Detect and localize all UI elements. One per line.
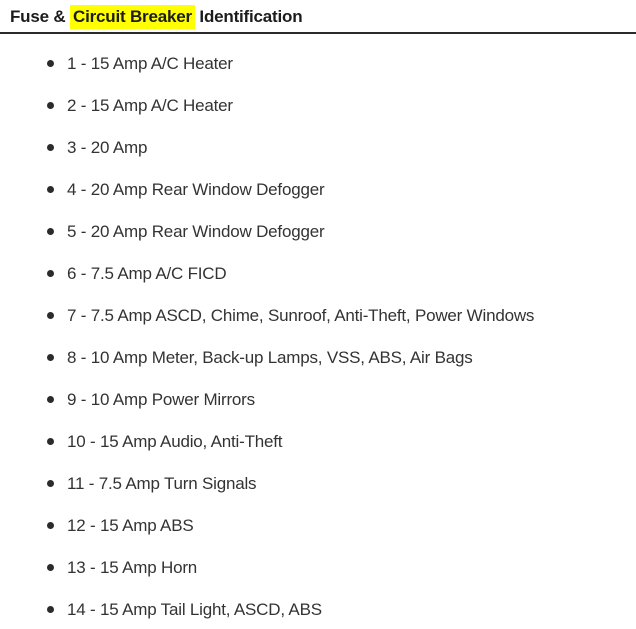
- list-item: 12 - 15 Amp ABS: [47, 517, 636, 534]
- bullet-icon: [47, 270, 54, 277]
- title-prefix: Fuse &: [10, 7, 71, 26]
- bullet-icon: [47, 186, 54, 193]
- list-item: 6 - 7.5 Amp A/C FICD: [47, 265, 636, 282]
- list-item-text: 8 - 10 Amp Meter, Back-up Lamps, VSS, AB…: [67, 348, 473, 367]
- list-item-text: 1 - 15 Amp A/C Heater: [67, 54, 233, 73]
- bullet-icon: [47, 312, 54, 319]
- list-item: 10 - 15 Amp Audio, Anti-Theft: [47, 433, 636, 450]
- list-item: 5 - 20 Amp Rear Window Defogger: [47, 223, 636, 240]
- list-item-text: 5 - 20 Amp Rear Window Defogger: [67, 222, 325, 241]
- bullet-icon: [47, 606, 54, 613]
- list-item-text: 11 - 7.5 Amp Turn Signals: [67, 474, 257, 493]
- list-item: 3 - 20 Amp: [47, 139, 636, 156]
- page-title: Fuse & Circuit Breaker Identification: [10, 5, 626, 29]
- bullet-icon: [47, 144, 54, 151]
- list-item: 8 - 10 Amp Meter, Back-up Lamps, VSS, AB…: [47, 349, 636, 366]
- list-item-text: 2 - 15 Amp A/C Heater: [67, 96, 233, 115]
- list-item-text: 3 - 20 Amp: [67, 138, 148, 157]
- bullet-icon: [47, 354, 54, 361]
- bullet-icon: [47, 522, 54, 529]
- fuse-list: 1 - 15 Amp A/C Heater 2 - 15 Amp A/C Hea…: [0, 55, 636, 618]
- title-suffix: Identification: [194, 7, 303, 26]
- list-item: 1 - 15 Amp A/C Heater: [47, 55, 636, 72]
- bullet-icon: [47, 228, 54, 235]
- list-item-text: 13 - 15 Amp Horn: [67, 558, 198, 577]
- list-item-text: 14 - 15 Amp Tail Light, ASCD, ABS: [67, 600, 322, 619]
- list-item: 2 - 15 Amp A/C Heater: [47, 97, 636, 114]
- list-item-text: 4 - 20 Amp Rear Window Defogger: [67, 180, 325, 199]
- list-item: 7 - 7.5 Amp ASCD, Chime, Sunroof, Anti-T…: [47, 307, 636, 324]
- list-item: 4 - 20 Amp Rear Window Defogger: [47, 181, 636, 198]
- bullet-icon: [47, 438, 54, 445]
- list-item-text: 12 - 15 Amp ABS: [67, 516, 194, 535]
- list-item: 11 - 7.5 Amp Turn Signals: [47, 475, 636, 492]
- list-item-text: 9 - 10 Amp Power Mirrors: [67, 390, 255, 409]
- list-item: 9 - 10 Amp Power Mirrors: [47, 391, 636, 408]
- bullet-icon: [47, 60, 54, 67]
- bullet-icon: [47, 564, 54, 571]
- list-item-text: 10 - 15 Amp Audio, Anti-Theft: [67, 432, 283, 451]
- bullet-icon: [47, 480, 54, 487]
- title-highlight: Circuit Breaker: [70, 5, 195, 29]
- list-item: 13 - 15 Amp Horn: [47, 559, 636, 576]
- bullet-icon: [47, 102, 54, 109]
- list-item-text: 7 - 7.5 Amp ASCD, Chime, Sunroof, Anti-T…: [67, 306, 535, 325]
- page-header: Fuse & Circuit Breaker Identification: [0, 0, 636, 34]
- bullet-icon: [47, 396, 54, 403]
- list-item: 14 - 15 Amp Tail Light, ASCD, ABS: [47, 601, 636, 618]
- list-item-text: 6 - 7.5 Amp A/C FICD: [67, 264, 227, 283]
